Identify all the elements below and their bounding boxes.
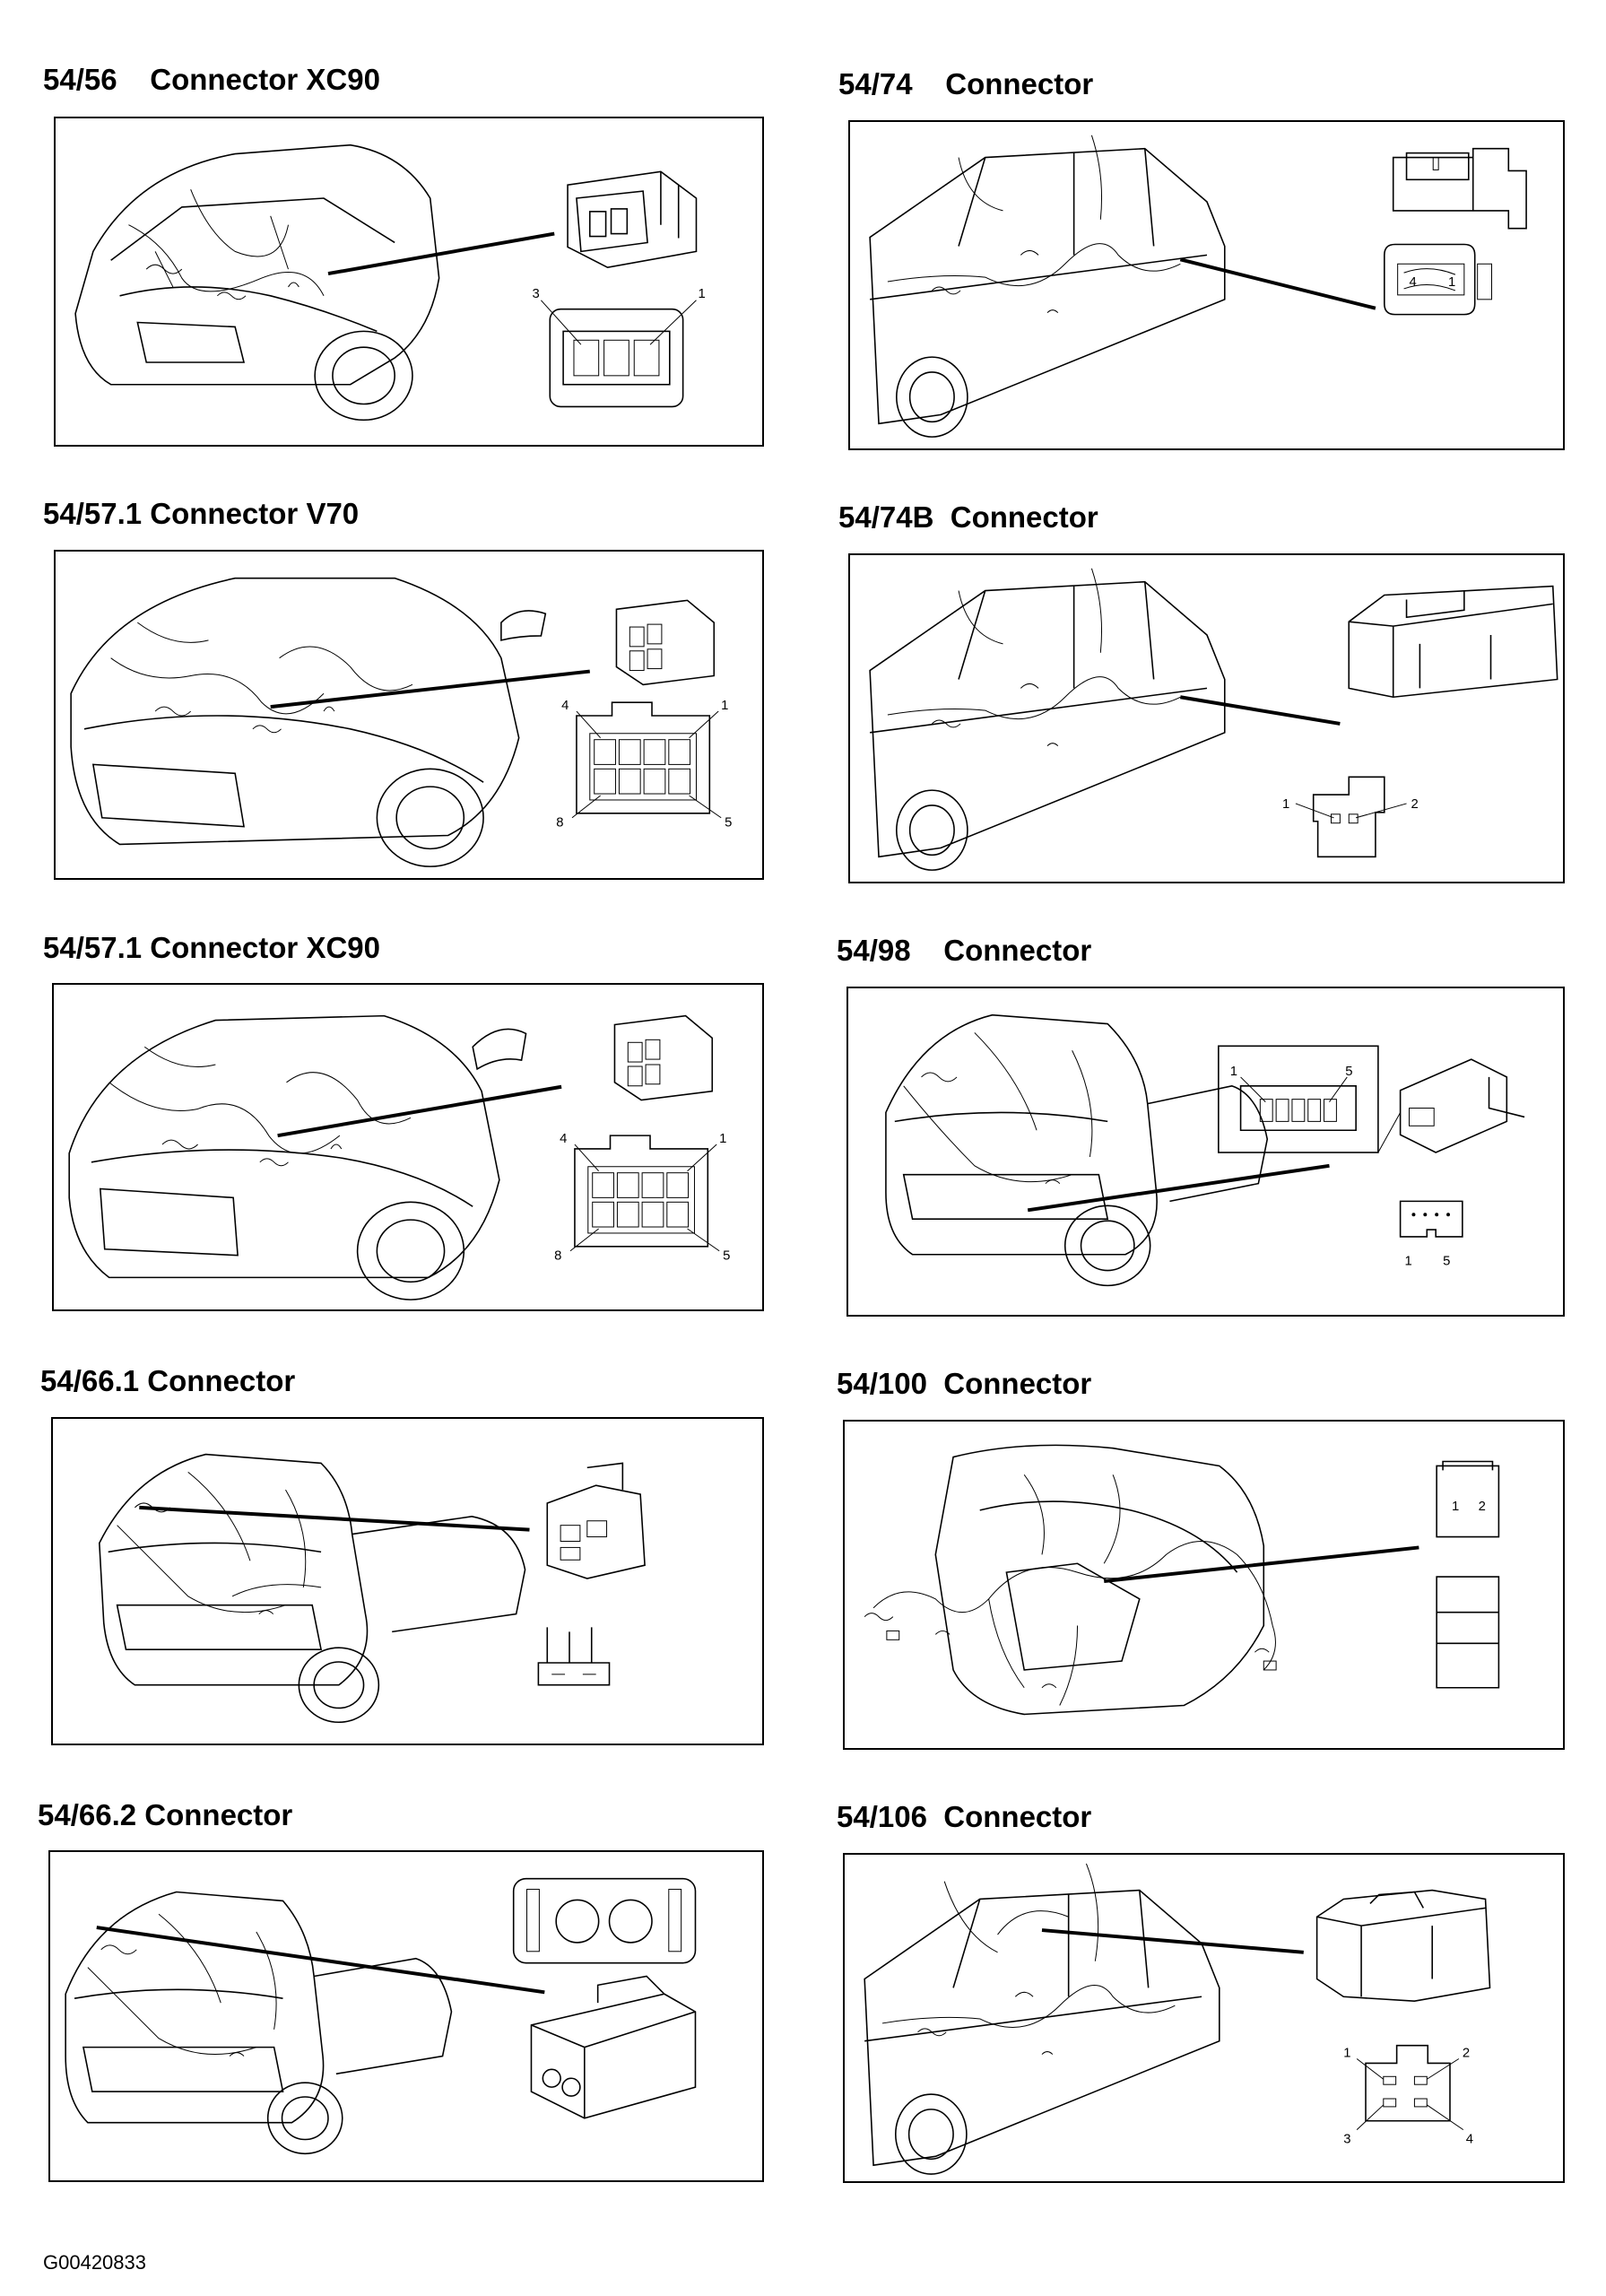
pin-label: 5 <box>1443 1255 1450 1269</box>
diagram-panel-54-98: 1 5 1 5 <box>846 987 1565 1317</box>
pin-label: 5 <box>723 1249 730 1264</box>
wiring-diagram-54-106: 1 2 3 4 <box>864 1863 1491 2175</box>
panel-title-54-74: 54/74 Connector <box>838 67 1094 100</box>
pin-label: 3 <box>532 287 539 301</box>
diagram-panel-54-66-2 <box>48 1850 764 2182</box>
pin-label: 1 <box>1230 1065 1237 1079</box>
panel-title-54-74b: 54/74B Connector <box>838 500 1098 534</box>
panel-title-54-57-1-xc90: 54/57.1 Connector XC90 <box>43 931 380 964</box>
pin-label: 3 <box>1343 2132 1350 2146</box>
diagram-panel-54-56: 3 1 <box>54 117 764 447</box>
diagram-panel-54-57-1-xc90: 4 1 8 5 <box>52 983 764 1311</box>
pin-label: 1 <box>719 1132 726 1146</box>
figure-code: G00420833 <box>43 2251 146 2274</box>
panel-title-54-56: 54/56 Connector XC90 <box>43 63 380 96</box>
wiring-diagram-54-98: 1 5 1 5 <box>885 1013 1525 1287</box>
panel-title-54-98: 54/98 Connector <box>837 934 1092 967</box>
pin-label: 5 <box>725 816 732 831</box>
wiring-diagram-54-56: 3 1 <box>74 144 706 422</box>
pin-label: 1 <box>1343 2047 1350 2061</box>
diagram-panel-54-57-1-v70: 4 1 8 5 <box>54 550 764 880</box>
pin-label: 1 <box>1282 797 1289 812</box>
pin-label: 8 <box>556 816 563 831</box>
wiring-diagram-54-100: 1 2 <box>864 1444 1500 1716</box>
wiring-diagram-54-74: 4 1 <box>869 135 1527 438</box>
pin-label: 1 <box>1405 1255 1412 1269</box>
pin-label: 1 <box>1448 275 1455 290</box>
panel-title-54-106: 54/106 Connector <box>837 1800 1092 1833</box>
pin-label: 1 <box>1452 1500 1459 1514</box>
pin-label: 8 <box>554 1249 561 1264</box>
wiring-diagram-54-66-1 <box>98 1453 646 1724</box>
wiring-diagram-54-57-1-xc90: 4 1 8 5 <box>68 1014 730 1300</box>
diagram-panel-54-74: 4 1 <box>848 120 1565 450</box>
panel-title-54-57-1-v70: 54/57.1 Connector V70 <box>43 497 360 530</box>
diagram-panel-54-106: 1 2 3 4 <box>843 1853 1565 2183</box>
pin-label: 1 <box>698 287 705 301</box>
pin-label: 4 <box>1466 2132 1473 2146</box>
panel-title-54-100: 54/100 Connector <box>837 1367 1092 1400</box>
pin-label: 2 <box>1479 1500 1486 1514</box>
pin-label: 2 <box>1411 797 1418 812</box>
diagram-panel-54-66-1 <box>51 1417 764 1745</box>
diagram-panel-54-100: 1 2 <box>843 1420 1565 1750</box>
pin-label: 1 <box>721 699 728 713</box>
wiring-diagram-54-57-1-v70: 4 1 8 5 <box>70 577 732 867</box>
pin-label: 4 <box>561 699 569 713</box>
diagram-panel-54-74b: 1 2 <box>848 553 1565 883</box>
wiring-diagram-54-66-2 <box>65 1877 697 2155</box>
pin-label: 5 <box>1345 1065 1352 1079</box>
pin-label: 4 <box>1410 275 1417 290</box>
pin-label: 2 <box>1463 2047 1470 2061</box>
panel-title-54-66-2: 54/66.2 Connector <box>38 1798 293 1831</box>
wiring-diagram-54-74b: 1 2 <box>869 568 1558 871</box>
pin-label: 4 <box>560 1132 567 1146</box>
panel-title-54-66-1: 54/66.1 Connector <box>40 1364 296 1397</box>
